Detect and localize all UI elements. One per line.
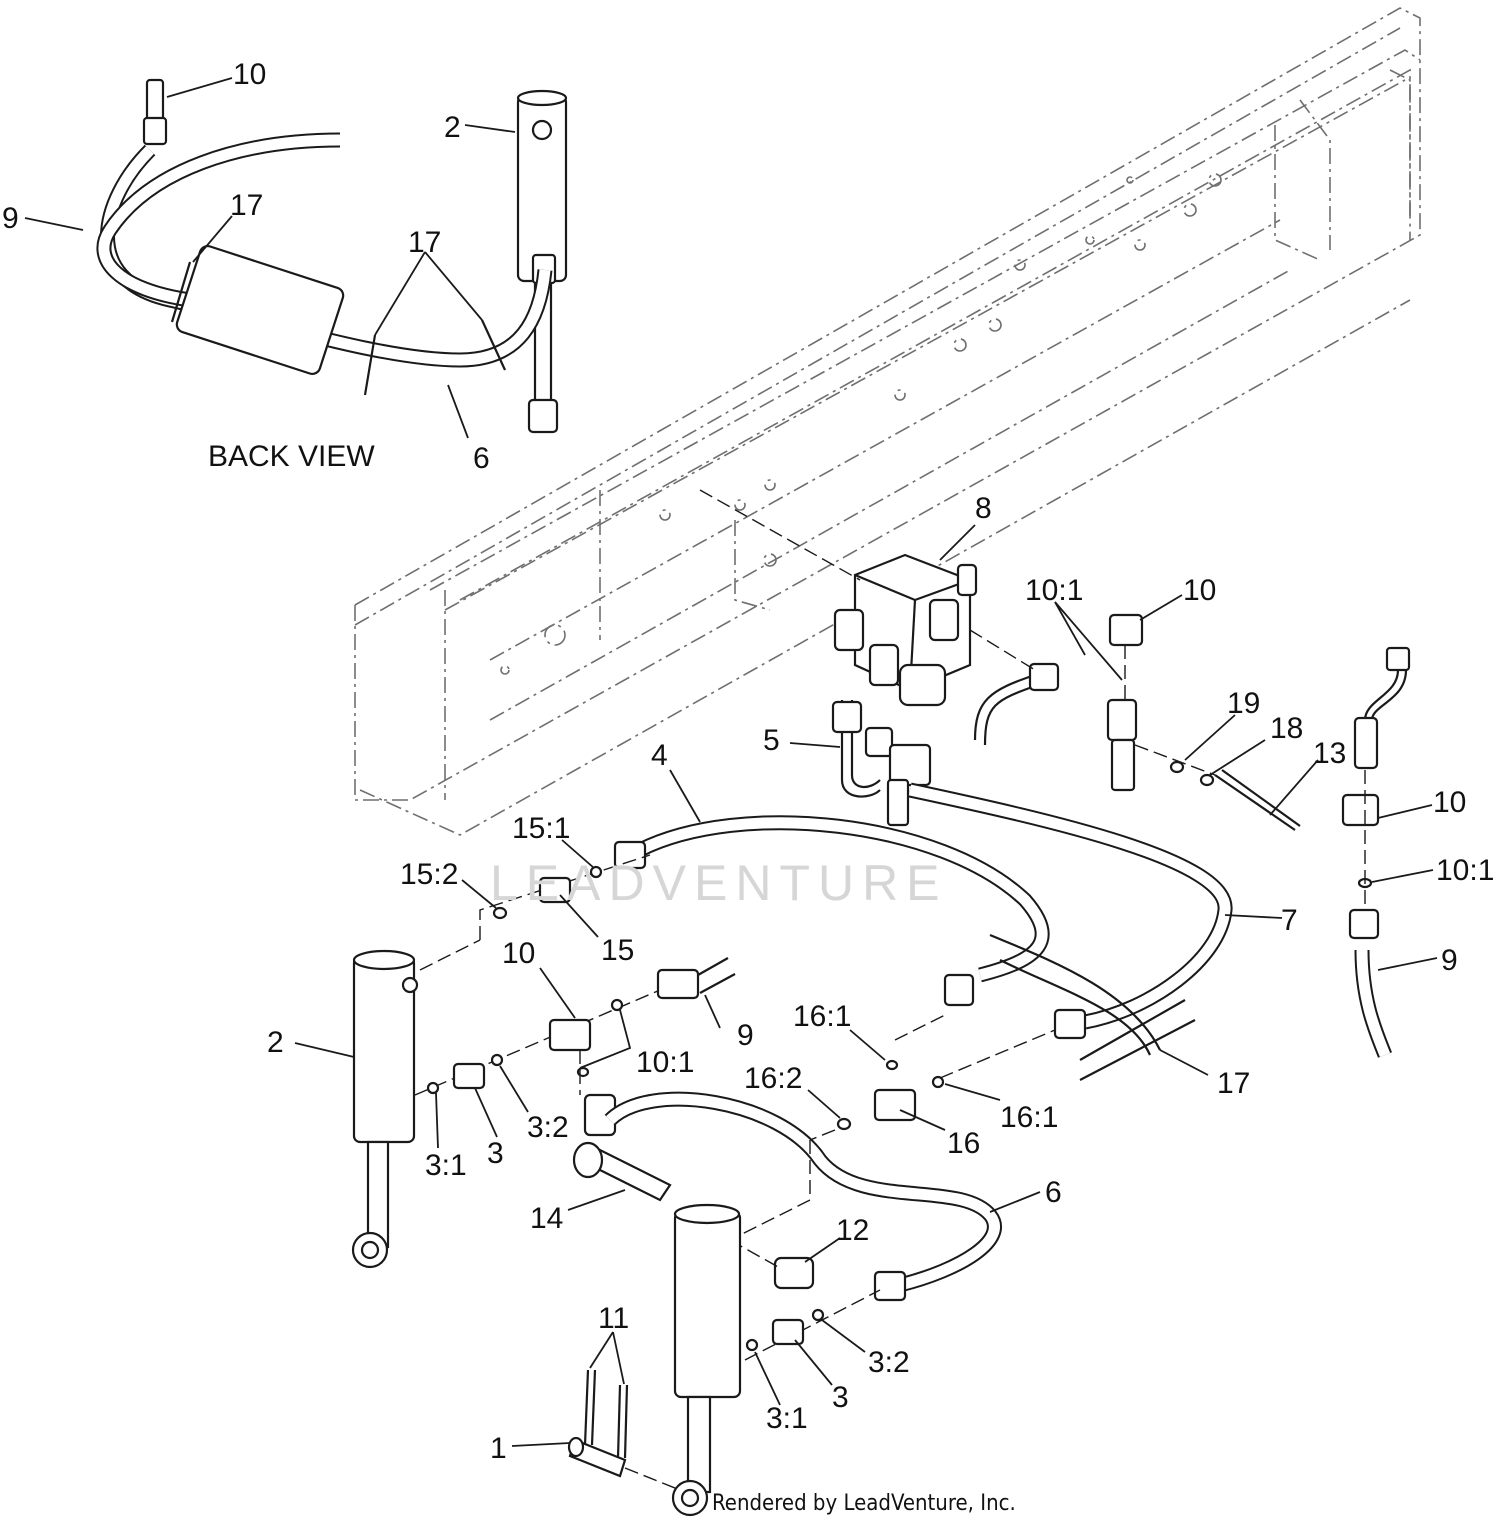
callout-label: 16: [947, 1127, 980, 1160]
callout-label: 9: [1441, 944, 1458, 977]
pin-one-with-clips: [567, 1369, 681, 1491]
callout-label: 17: [408, 226, 441, 259]
callout-label: 3:1: [425, 1149, 467, 1182]
frame-outline: [354, 7, 1421, 836]
callout-label: 10:1: [1025, 574, 1083, 607]
callout-label: 10: [1433, 786, 1466, 819]
callout-label: 10: [1183, 574, 1216, 607]
back-view-label: BACK VIEW: [208, 440, 375, 473]
main-hoses: [613, 782, 1233, 1081]
callout-label: 3:2: [527, 1111, 569, 1144]
callout-label: 16:2: [744, 1062, 802, 1095]
valve-manifold: [699, 489, 1301, 831]
callout-label: 15: [601, 934, 634, 967]
callout-label: 10: [502, 937, 535, 970]
right-detail-assembly: [1341, 646, 1411, 1058]
callout-label: 5: [763, 724, 780, 757]
callout-label: 1: [490, 1432, 507, 1465]
callout-label: 2: [444, 111, 461, 144]
footer-credit: Rendered by LeadVenture, Inc.: [712, 1491, 1016, 1516]
fittings-row: [414, 854, 736, 1137]
callout-label: 3:1: [766, 1402, 808, 1435]
callout-label: 6: [473, 442, 490, 475]
callout-label: 12: [836, 1214, 869, 1247]
callout-label: 3: [487, 1137, 504, 1170]
callout-label: 11: [598, 1302, 629, 1335]
callout-label: 13: [1313, 737, 1346, 770]
watermark-text: LEADVENTURE: [490, 855, 948, 911]
callout-label: 15:2: [400, 858, 458, 891]
callout-label: 9: [737, 1019, 754, 1052]
callout-label: 16:1: [793, 1000, 851, 1033]
callout-label: 19: [1227, 687, 1260, 720]
callout-label: 17: [1217, 1067, 1250, 1100]
pin-and-nut: [572, 1141, 815, 1290]
callout-label: 10: [233, 58, 266, 91]
callout-label: 7: [1281, 904, 1298, 937]
callout-label: 14: [530, 1202, 563, 1235]
center-cylinder: [671, 1203, 881, 1517]
callout-label: 15:1: [512, 812, 570, 845]
callout-label: 18: [1270, 712, 1303, 745]
callout-label: 4: [651, 739, 668, 772]
callout-label: 17: [230, 189, 263, 222]
back-view-assembly: [96, 78, 568, 434]
callout-label: 3:2: [868, 1346, 910, 1379]
callout-label: 3: [832, 1381, 849, 1414]
callout-label: 8: [975, 492, 992, 525]
callout-label: 6: [1045, 1176, 1062, 1209]
callout-label: 9: [2, 202, 19, 235]
left-cylinder: [351, 949, 419, 1269]
callout-label: 2: [267, 1026, 284, 1059]
callout-label: 16:1: [1000, 1101, 1058, 1134]
leader-lines: [24, 77, 1438, 1447]
callout-label: 10:1: [636, 1046, 694, 1079]
callout-label: 10:1: [1436, 854, 1494, 887]
